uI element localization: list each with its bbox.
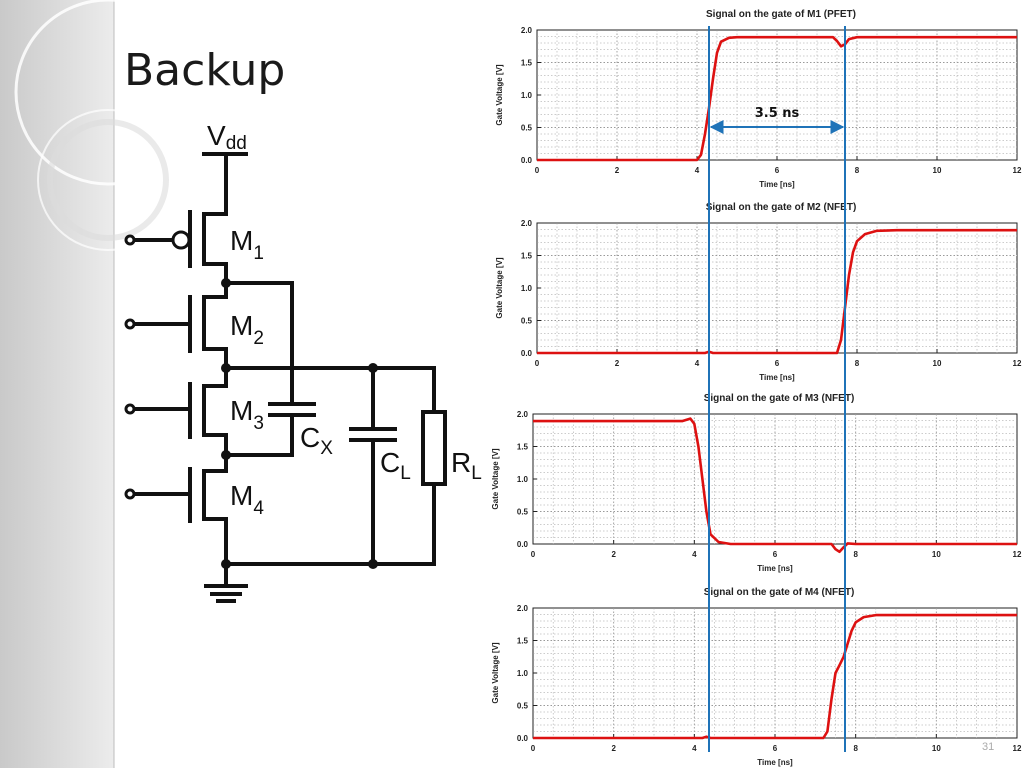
- page-number: 31: [982, 741, 994, 753]
- junction-dot: [221, 278, 231, 288]
- gate-input-m2: [124, 318, 136, 330]
- y-tick-label: 0.5: [521, 317, 533, 326]
- junction-dot: [368, 363, 378, 373]
- plot-1: 0 2 4 6 8 10 12 0.0 0.5 1.0 1.5 2.0 Signal on the ga…: [495, 9, 1022, 189]
- y-tick-label: 1.5: [521, 59, 533, 68]
- vdd-label: Vdd: [207, 120, 247, 154]
- x-axis-label: Time [ns]: [759, 373, 795, 382]
- x-axis-label: Time [ns]: [759, 180, 795, 189]
- plot-title: Signal on the gate of M3 (NFET): [704, 393, 855, 404]
- junction-dots: [221, 278, 378, 569]
- gate-input-m3: [124, 403, 136, 415]
- junction-dot: [221, 559, 231, 569]
- y-tick-label: 2.0: [521, 26, 533, 35]
- y-tick-label: 0.5: [521, 124, 533, 133]
- y-tick-label: 1.0: [521, 284, 533, 293]
- delay-annotation: 3.5 ns: [709, 106, 845, 134]
- plot-title: Signal on the gate of M1 (PFET): [706, 9, 856, 20]
- m2-label: M2: [230, 310, 264, 349]
- pfet-bubble: [171, 230, 191, 250]
- junction-dot: [368, 559, 378, 569]
- x-tick-label: 10: [932, 550, 941, 559]
- x-axis-label: Time [ns]: [757, 758, 793, 767]
- plot-3: 0 2 4 6 8 10 12 0.0 0.5 1.0 1.5 2.0 Signal on the ga…: [491, 393, 1022, 573]
- x-tick-label: 6: [775, 166, 780, 175]
- x-tick-label: 6: [775, 359, 780, 368]
- x-tick-label: 6: [773, 744, 778, 753]
- plot-frame: [536, 222, 1018, 354]
- m4-label: M4: [230, 480, 264, 519]
- m3-label: M3: [230, 395, 264, 434]
- plot-title: Signal on the gate of M4 (NFET): [704, 587, 855, 598]
- cl-label: CL: [380, 447, 411, 484]
- x-tick-label: 2: [611, 550, 616, 559]
- y-axis-label: Gate Voltage [V]: [495, 64, 504, 126]
- x-tick-label: 0: [531, 744, 536, 753]
- y-axis-label: Gate Voltage [V]: [491, 642, 500, 704]
- m1-label: M1: [230, 225, 264, 264]
- y-tick-label: 0.5: [517, 702, 529, 711]
- x-tick-label: 4: [692, 550, 697, 559]
- y-axis-label: Gate Voltage [V]: [495, 257, 504, 319]
- x-tick-label: 12: [1013, 550, 1022, 559]
- x-tick-label: 4: [695, 359, 700, 368]
- x-tick-label: 8: [853, 550, 858, 559]
- delay-label: 3.5 ns: [755, 106, 800, 121]
- y-tick-label: 0.0: [521, 156, 533, 165]
- x-tick-label: 8: [855, 359, 860, 368]
- x-tick-label: 2: [615, 166, 620, 175]
- x-tick-label: 12: [1013, 744, 1022, 753]
- x-tick-label: 10: [933, 359, 942, 368]
- gate-input-m4: [124, 488, 136, 500]
- x-tick-label: 12: [1013, 166, 1022, 175]
- y-tick-label: 2.0: [517, 410, 529, 419]
- y-tick-label: 0.0: [517, 734, 529, 743]
- rl-label: RL: [451, 447, 482, 484]
- x-tick-label: 4: [692, 744, 697, 753]
- y-tick-label: 1.0: [521, 91, 533, 100]
- plot-title: Signal on the gate of M2 (NFET): [706, 202, 857, 213]
- junction-dot: [221, 450, 231, 460]
- y-tick-label: 1.5: [517, 637, 529, 646]
- y-tick-label: 1.5: [521, 252, 533, 261]
- x-tick-label: 10: [933, 166, 942, 175]
- circuit-schematic: [132, 152, 447, 603]
- x-tick-label: 4: [695, 166, 700, 175]
- x-tick-label: 6: [773, 550, 778, 559]
- decorative-sidebar: [0, 0, 202, 768]
- x-tick-label: 0: [535, 359, 540, 368]
- x-tick-label: 10: [932, 744, 941, 753]
- x-tick-label: 8: [855, 166, 860, 175]
- y-tick-label: 0.5: [517, 508, 529, 517]
- input-terminals: [124, 234, 136, 500]
- y-tick-label: 2.0: [517, 604, 529, 613]
- cx-label: CX: [300, 422, 333, 459]
- x-tick-label: 8: [853, 744, 858, 753]
- x-tick-label: 0: [535, 166, 540, 175]
- x-tick-label: 2: [611, 744, 616, 753]
- plot-4: 0 2 4 6 8 10 12 0.0 0.5 1.0 1.5 2.0 Signal on the ga…: [491, 587, 1022, 767]
- timing-markers: [708, 26, 846, 752]
- series-line: [537, 35, 1017, 162]
- x-tick-label: 12: [1013, 359, 1022, 368]
- plot-2: 0 2 4 6 8 10 12 0.0 0.5 1.0 1.5 2.0 Signal on the ga…: [495, 202, 1022, 382]
- y-tick-label: 1.5: [517, 443, 529, 452]
- y-tick-label: 2.0: [521, 219, 533, 228]
- slide-title: Backup: [124, 45, 285, 96]
- y-tick-label: 0.0: [517, 540, 529, 549]
- plot-frame: [536, 29, 1018, 161]
- y-tick-label: 1.0: [517, 475, 529, 484]
- x-axis-label: Time [ns]: [757, 564, 793, 573]
- gate-input-m1: [124, 234, 136, 246]
- y-tick-label: 1.0: [517, 669, 529, 678]
- y-axis-label: Gate Voltage [V]: [491, 448, 500, 510]
- y-tick-label: 0.0: [521, 349, 533, 358]
- x-tick-label: 0: [531, 550, 536, 559]
- x-tick-label: 2: [615, 359, 620, 368]
- junction-dot: [221, 363, 231, 373]
